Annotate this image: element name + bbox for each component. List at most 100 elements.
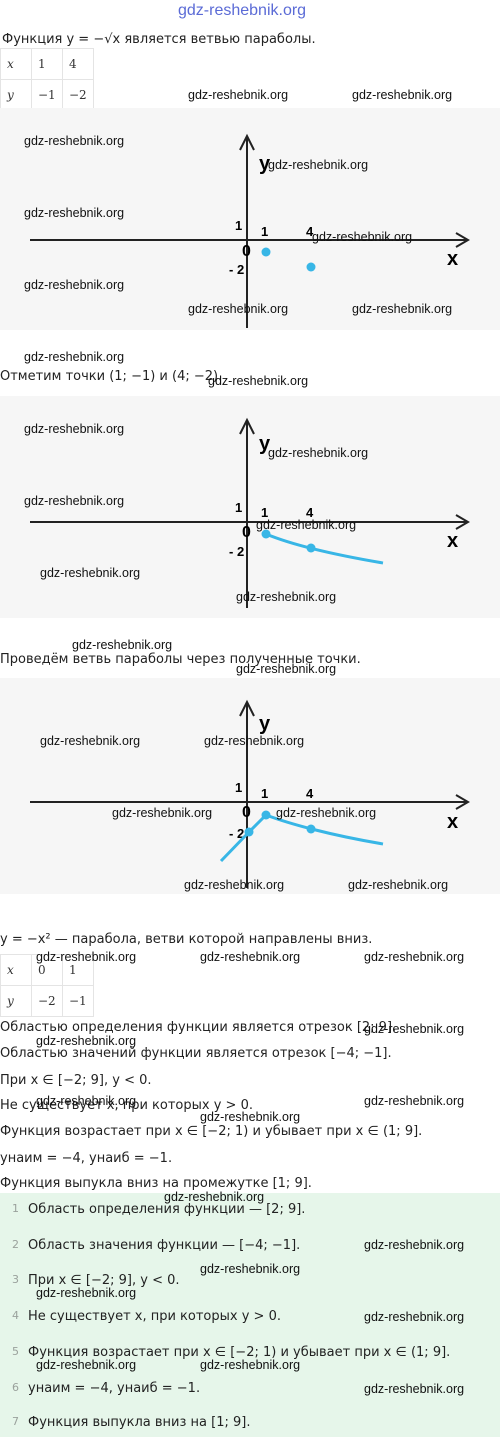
watermark-text: gdz-reshebnik.org xyxy=(40,734,141,748)
y-axis-label: y xyxy=(259,713,271,735)
watermark-text: gdz-reshebnik.org xyxy=(200,1110,301,1124)
watermark-text: gdz-reshebnik.org xyxy=(352,88,453,102)
tick-label-x1: 1 xyxy=(261,224,268,239)
table2-x-header: x xyxy=(0,954,32,986)
summary-text: Функция выпукла вниз на [1; 9]. xyxy=(28,1415,251,1430)
x-axis-label: x xyxy=(447,811,458,833)
tick-label-x4: 4 xyxy=(306,786,314,801)
y-axis-label: y xyxy=(259,433,271,455)
watermark-text: gdz-reshebnik.org xyxy=(24,494,125,508)
x-axis-label: x xyxy=(447,248,458,270)
point-1-minus1 xyxy=(261,247,271,257)
tick-label-y-minus2: - 2 xyxy=(229,826,244,841)
watermark-text: gdz-reshebnik.org xyxy=(364,1094,465,1108)
watermark-text: gdz-reshebnik.org xyxy=(200,950,301,964)
y-axis-arrow xyxy=(239,417,255,435)
watermark-text: gdz-reshebnik.org xyxy=(24,206,125,220)
tick-label-x1: 1 xyxy=(261,786,268,801)
tick-label-x4: 4 xyxy=(306,224,314,239)
watermark-text: gdz-reshebnik.org xyxy=(236,590,337,604)
tick-label-y-minus2: - 2 xyxy=(229,544,244,559)
watermark-text: gdz-reshebnik.org xyxy=(24,350,125,364)
origin-label: 0 xyxy=(242,243,251,260)
table1-x-header: x xyxy=(0,48,32,80)
graph-panel-2: y x 0 1 1 4 - 2 xyxy=(0,396,500,618)
step-mark-points: Отметим точки (1; −1) и (4; −2). xyxy=(0,369,223,384)
summary-text: Область определения функции — [2; 9]. xyxy=(28,1202,306,1217)
tick-label-x1: 1 xyxy=(261,505,268,520)
watermark-text: gdz-reshebnik.org xyxy=(24,422,125,436)
watermark-text: gdz-reshebnik.org xyxy=(184,878,285,892)
summary-text: Не существует x, при которых y > 0. xyxy=(28,1309,281,1324)
watermark-text: gdz-reshebnik.org xyxy=(36,1286,137,1300)
top-watermark: gdz-reshebnik.org xyxy=(178,2,307,19)
watermark-text: gdz-reshebnik.org xyxy=(204,734,305,748)
tick-label-y1: 1 xyxy=(235,780,242,795)
x-axis-arrow xyxy=(455,514,470,530)
watermark-text: gdz-reshebnik.org xyxy=(256,518,357,532)
values-table-2: x 0 1 y −2 −1 xyxy=(0,954,94,1017)
table2-x-value: 0 xyxy=(31,954,63,986)
graph-panel-3: y x 0 1 1 4 - 2 xyxy=(0,678,500,894)
table1-y-header: y xyxy=(0,79,32,111)
x-axis-arrow xyxy=(455,794,470,810)
tick-label-x4: 4 xyxy=(306,505,314,520)
table1-x-value: 1 xyxy=(31,48,63,80)
origin-label: 0 xyxy=(242,804,251,821)
watermark-text: gdz-reshebnik.org xyxy=(36,1034,137,1048)
point-0-minus2 xyxy=(244,827,254,837)
y-axis-arrow xyxy=(239,133,255,151)
watermark-text: gdz-reshebnik.org xyxy=(364,950,465,964)
watermark-text: gdz-reshebnik.org xyxy=(188,302,289,316)
tick-label-y1: 1 xyxy=(235,218,242,233)
summary-number: 6 xyxy=(12,1381,19,1394)
table1-y-value: −1 xyxy=(31,79,63,111)
watermark-text: gdz-reshebnik.org xyxy=(236,662,337,676)
table2-y-value: −2 xyxy=(31,985,63,1017)
watermark-text: gdz-reshebnik.org xyxy=(364,1310,465,1324)
graph-panel-1: y x 0 1 1 4 - 2 xyxy=(0,108,500,330)
watermark-text: gdz-reshebnik.org xyxy=(348,878,449,892)
fact-monotonic: Функция возрастает при x ∈ [−2; 1) и убы… xyxy=(0,1124,423,1139)
step-draw-branch: Проведём ветвь параболы через полученные… xyxy=(0,652,361,667)
tick-label-y1: 1 xyxy=(235,500,242,515)
watermark-text: gdz-reshebnik.org xyxy=(352,302,453,316)
coordinate-plane-2: y x 0 1 1 4 - 2 xyxy=(30,417,470,608)
watermark-text: gdz-reshebnik.org xyxy=(40,566,141,580)
summary-text: yнаим = −4, yнаиб = −1. xyxy=(28,1381,201,1396)
summary-number: 2 xyxy=(12,1238,19,1251)
point-1-minus1 xyxy=(261,810,271,820)
summary-number: 5 xyxy=(12,1345,19,1358)
summary-number: 3 xyxy=(12,1273,19,1286)
watermark-text: gdz-reshebnik.org xyxy=(24,278,125,292)
watermark-text: gdz-reshebnik.org xyxy=(364,1022,465,1036)
fact-no-positive: Не существует x, при которых y > 0. xyxy=(0,1098,253,1113)
x-axis-label: x xyxy=(447,530,458,552)
summary-number: 1 xyxy=(12,1202,19,1215)
summary-text: Область значения функции — [−4; −1]. xyxy=(28,1238,301,1253)
values-table-1: x 1 4 y −1 −2 xyxy=(0,48,94,111)
fact-convexity: Функция выпукла вниз на промежутке [1; 9… xyxy=(0,1176,312,1191)
y-axis-arrow xyxy=(239,699,255,717)
fact-range: Областью значений функции является отрез… xyxy=(0,1046,392,1061)
watermark-text: gdz-reshebnik.org xyxy=(208,374,309,388)
parabola-left-part xyxy=(219,813,268,863)
point-4-minus2 xyxy=(306,543,316,553)
watermark-text: gdz-reshebnik.org xyxy=(112,806,213,820)
summary-text: Функция возрастает при x ∈ [−2; 1) и убы… xyxy=(28,1345,451,1360)
watermark-text: gdz-reshebnik.org xyxy=(72,638,173,652)
watermark-text: gdz-reshebnik.org xyxy=(188,88,289,102)
table1-x-value: 4 xyxy=(62,48,94,80)
point-1-minus1 xyxy=(261,529,271,539)
x-axis-arrow xyxy=(455,232,470,248)
summary-number: 4 xyxy=(12,1309,19,1322)
watermark-text: gdz-reshebnik.org xyxy=(364,1382,465,1396)
parabola-sentence: y = −x² — парабола, ветви которой направ… xyxy=(0,932,373,947)
watermark-text: gdz-reshebnik.org xyxy=(36,1094,137,1108)
fact-negative: При x ∈ [−2; 9], y < 0. xyxy=(0,1073,152,1088)
watermark-text: gdz-reshebnik.org xyxy=(36,1358,137,1372)
watermark-text: gdz-reshebnik.org xyxy=(268,158,369,172)
summary-panel: 1 Область определения функции — [2; 9]. … xyxy=(0,1193,500,1437)
coordinate-plane-1: y x 0 1 1 4 - 2 xyxy=(30,133,470,328)
watermark-text: gdz-reshebnik.org xyxy=(36,950,137,964)
